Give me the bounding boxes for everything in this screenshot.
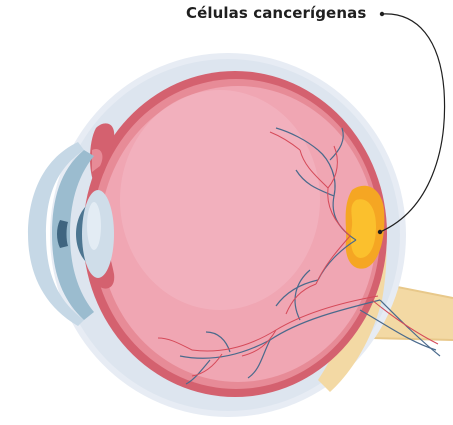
lens — [82, 190, 114, 278]
tumor-label: Células cancerígenas — [186, 4, 366, 22]
vitreous-body — [100, 86, 376, 382]
